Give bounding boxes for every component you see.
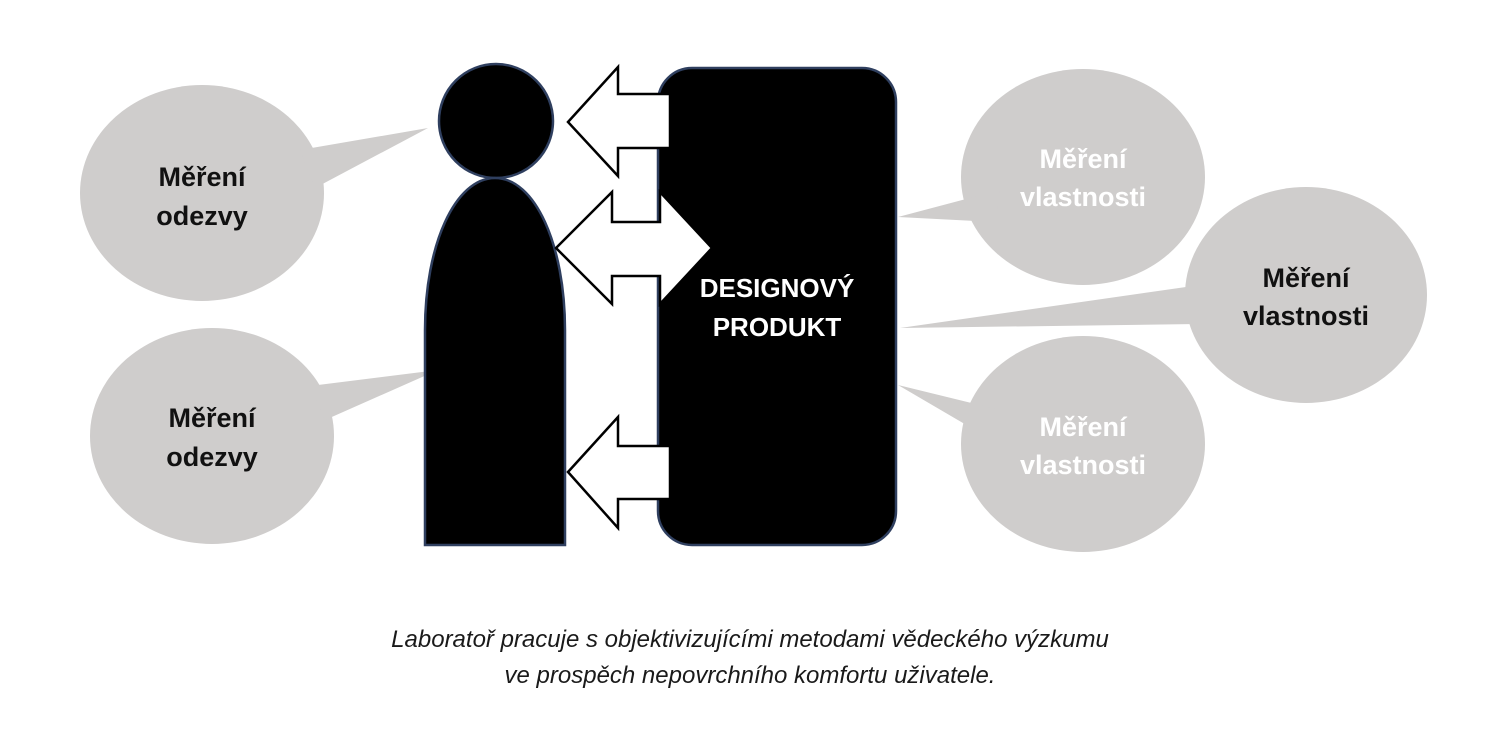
product-label-line1: DESIGNOVÝ bbox=[700, 273, 855, 303]
bubble-property-bottom-line2: vlastnosti bbox=[1020, 450, 1146, 480]
bubble-response-bottom-line2: odezvy bbox=[166, 442, 258, 472]
bubble-property-top: Měření vlastnosti bbox=[898, 69, 1205, 285]
bubble-property-bottom: Měření vlastnosti bbox=[898, 336, 1205, 552]
caption: Laboratoř pracuje s objektivizujícími me… bbox=[0, 622, 1500, 694]
bubble-property-middle-line1: Měření bbox=[1262, 263, 1351, 293]
caption-line1: Laboratoř pracuje s objektivizujícími me… bbox=[391, 626, 1109, 653]
bubble-property-bottom-line1: Měření bbox=[1039, 412, 1128, 442]
bubble-property-middle-line2: vlastnosti bbox=[1243, 301, 1369, 331]
bubble-property-middle: Měření vlastnosti bbox=[900, 187, 1427, 403]
bubble-response-bottom: Měření odezvy bbox=[90, 328, 438, 544]
person-body-icon bbox=[423, 176, 567, 547]
design-product-shape bbox=[656, 66, 898, 547]
bubble-property-top-line1: Měření bbox=[1039, 144, 1128, 174]
bubble-property-top-line2: vlastnosti bbox=[1020, 182, 1146, 212]
person-figure bbox=[423, 62, 567, 547]
arrow-left-icon bbox=[566, 63, 672, 180]
arrow-left-icon bbox=[566, 413, 672, 532]
product-label-line2: PRODUKT bbox=[713, 312, 842, 342]
person-head-icon bbox=[437, 62, 555, 180]
arrow-double-icon bbox=[554, 188, 714, 308]
caption-line2: ve prospěch nepovrchního komfortu uživat… bbox=[504, 662, 996, 689]
bubble-response-top-line2: odezvy bbox=[156, 201, 248, 231]
bubble-response-top-line1: Měření bbox=[158, 162, 247, 192]
bubble-response-top: Měření odezvy bbox=[80, 85, 428, 301]
bubble-response-bottom-line1: Měření bbox=[168, 403, 257, 433]
design-product-box: DESIGNOVÝ PRODUKT bbox=[656, 66, 898, 547]
